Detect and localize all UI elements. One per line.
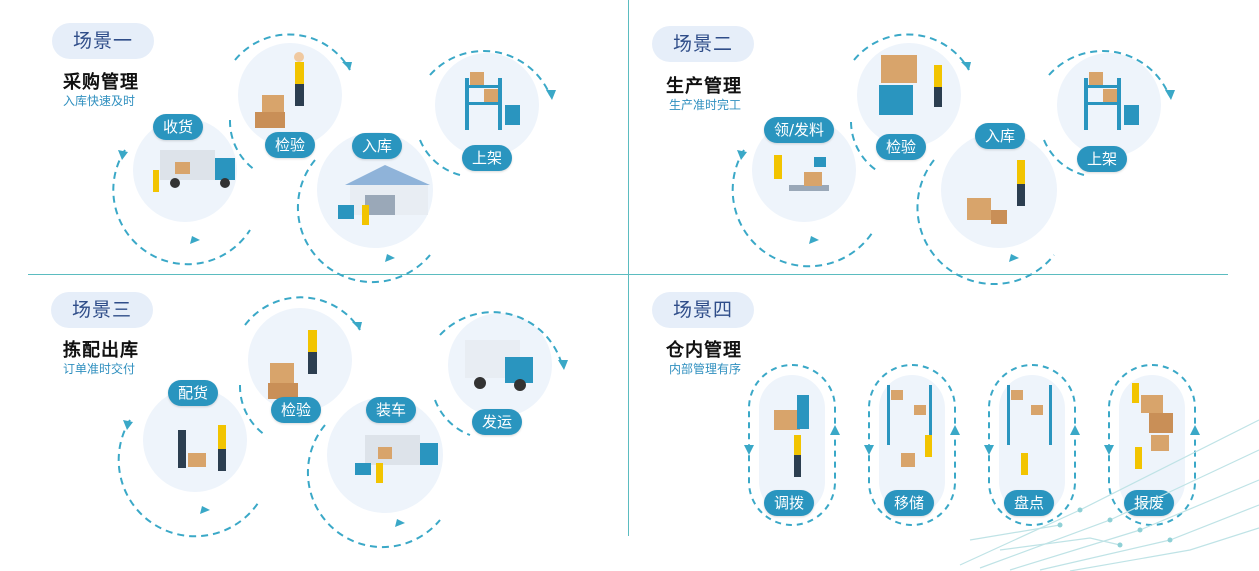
scenario-3-step-2: 检验 [271, 397, 322, 423]
shelving-icon [1084, 72, 1139, 130]
scanning-worker-icon [967, 160, 1025, 224]
scenario-4-title: 仓内管理 [666, 340, 742, 361]
warehouse-icon [338, 165, 430, 225]
scenario-3-title: 拣配出库 [63, 340, 139, 361]
scenario-4-label: 场景四 [652, 292, 754, 328]
scenario-4-step-3: 盘点 [1004, 490, 1055, 516]
scrap-boxes-icon [1132, 383, 1173, 469]
scenario-2: 场景二 生产管理 生产准时完工 领/发料 检验 入库 上架 [629, 0, 1258, 285]
scenario-2-step-1: 领/发料 [764, 117, 835, 143]
scenario-1-step-2: 检验 [265, 132, 316, 158]
scenario-3-step-1: 配货 [168, 380, 219, 406]
scenario-3-step-4: 发运 [472, 409, 523, 435]
scenario-1-step-3: 入库 [352, 133, 403, 159]
scenario-3-step-3: 装车 [366, 397, 417, 423]
scenario-4-subtitle: 内部管理有序 [669, 362, 742, 376]
scenario-4-step-2: 移储 [884, 490, 935, 516]
inspection-worker-icon [268, 330, 317, 399]
inventory-shelving-icon [1007, 385, 1052, 475]
truck-icon [153, 150, 235, 192]
scenario-2-label: 场景二 [652, 26, 754, 62]
scenario-2-step-3: 入库 [975, 123, 1026, 149]
delivery-truck-icon [465, 340, 533, 391]
forklift-transfer-icon [774, 395, 809, 477]
scenario-2-subtitle: 生产准时完工 [669, 98, 742, 112]
scenario-1: 场景一 采购管理 入库快速及时 收货 检验 入库 上架 [0, 0, 629, 285]
scenario-4-flow-illustration [744, 364, 1200, 526]
horizontal-divider [28, 274, 1228, 275]
scenario-3: 场景三 拣配出库 订单准时交付 配货 检验 装车 发运 [0, 285, 629, 570]
scenario-1-label: 场景一 [52, 23, 154, 59]
inspection-worker-icon [255, 52, 304, 128]
circuit-decoration [959, 419, 1259, 571]
scenario-3-subtitle: 订单准时交付 [63, 362, 136, 376]
scenario-1-step-4: 上架 [462, 145, 513, 171]
scenario-1-subtitle: 入库快速及时 [63, 94, 136, 108]
scenario-4-step-1: 调拨 [764, 490, 815, 516]
scenario-2-step-4: 上架 [1077, 146, 1128, 172]
scale-cart-icon [774, 155, 829, 191]
pallet-jack-icon [178, 425, 226, 471]
scenario-3-flow-illustration [117, 296, 568, 549]
scenario-2-flow-illustration [731, 33, 1175, 285]
scenario-2-title: 生产管理 [666, 76, 742, 97]
relocation-shelving-icon [887, 385, 932, 467]
shelving-icon [465, 72, 520, 130]
scenario-1-title: 采购管理 [63, 72, 139, 93]
vertical-divider [628, 0, 629, 536]
scenario-2-step-2: 检验 [876, 134, 927, 160]
scenario-3-label: 场景三 [51, 292, 153, 328]
scenario-1-step-1: 收货 [153, 114, 204, 140]
scenario-1-flow-illustration [112, 33, 556, 284]
forklift-boxes-icon [879, 55, 942, 115]
loading-truck-icon [355, 435, 438, 483]
